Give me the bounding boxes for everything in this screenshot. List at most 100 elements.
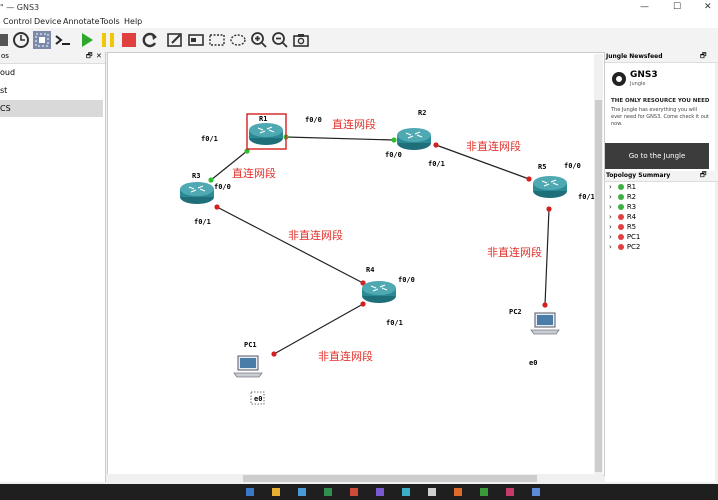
link-r1-r3[interactable]	[210, 150, 248, 181]
console-icon[interactable]	[54, 31, 72, 49]
router-r2-icon[interactable]	[396, 127, 432, 151]
link-r3-r4[interactable]	[216, 206, 364, 284]
topology-canvas[interactable]: R1 R2 R3 R4 R5 PC1 PC2 f0/1 f0/0 f0/0 f0…	[107, 52, 605, 476]
summary-item-label: PC2	[626, 243, 641, 251]
draw-rectangle-icon[interactable]	[208, 31, 226, 49]
start-all-icon[interactable]	[78, 31, 96, 49]
label-r5[interactable]: R5	[538, 163, 547, 171]
taskbar-app-icon[interactable]	[298, 488, 306, 496]
jungle-brand-sub: Jungle	[630, 81, 646, 87]
taskbar-app-icon[interactable]	[324, 488, 332, 496]
float-icon[interactable]: 🗗	[700, 52, 707, 60]
reload-all-icon[interactable]	[141, 31, 159, 49]
summary-item-label: R4	[626, 213, 637, 221]
menu-device[interactable]: Device	[34, 17, 62, 26]
link-r4-pc1[interactable]	[273, 303, 364, 355]
port-r5-f01	[546, 206, 552, 212]
summary-item-pc1[interactable]: ›PC1	[609, 232, 640, 242]
summary-item-pc2[interactable]: › PC2	[609, 242, 640, 252]
maximize-button[interactable]: ☐	[673, 2, 682, 12]
device-item-cloud[interactable]: oud	[0, 68, 16, 77]
chevron-right-icon[interactable]: ›	[609, 213, 612, 221]
close-button[interactable]: ✕	[704, 2, 712, 12]
taskbar-app-icon[interactable]	[532, 488, 540, 496]
link-r1-r2[interactable]	[285, 136, 395, 141]
taskbar-app-icon[interactable]	[376, 488, 384, 496]
device-item-host[interactable]: st	[0, 86, 8, 95]
screenshot-icon[interactable]	[292, 31, 310, 49]
link-r5-pc2[interactable]	[544, 208, 550, 306]
menu-control[interactable]: Control	[3, 17, 32, 26]
canvas-horizontal-scrollbar[interactable]	[107, 474, 603, 483]
zoom-out-icon[interactable]	[271, 31, 289, 49]
port-r2-f01	[433, 142, 439, 148]
float-icon[interactable]: 🗗	[700, 171, 707, 179]
partial-left-icon[interactable]	[0, 31, 18, 49]
menu-help[interactable]: Help	[124, 17, 143, 26]
vertical-scroll-thumb[interactable]	[595, 100, 602, 472]
taskbar-app-icon[interactable]	[272, 488, 280, 496]
chevron-right-icon[interactable]: ›	[609, 183, 612, 191]
chevron-right-icon[interactable]: ›	[609, 193, 612, 201]
chevron-right-icon[interactable]: ›	[609, 243, 612, 251]
summary-item-label: R5	[626, 223, 637, 231]
annotation-indirect-r3-r4[interactable]: 非直连网段	[288, 229, 343, 242]
zoom-in-icon[interactable]	[250, 31, 268, 49]
show-interface-labels-icon[interactable]	[33, 31, 51, 49]
chevron-right-icon[interactable]: ›	[609, 233, 612, 241]
float-icon[interactable]: 🗗	[86, 52, 93, 60]
go-to-jungle-button[interactable]: Go to the Jungle	[605, 143, 709, 169]
jungle-body: The Jungle has everything you will ever …	[611, 107, 709, 127]
router-r5-icon[interactable]	[532, 175, 568, 199]
close-icon[interactable]: ✕	[96, 52, 102, 60]
taskbar-app-icon[interactable]	[506, 488, 514, 496]
link-r2-r5[interactable]	[435, 144, 530, 180]
summary-item-r1[interactable]: ›R1	[609, 182, 636, 192]
right-dock: Jungle Newsfeed 🗗 GNS3 Jungle THE ONLY R…	[605, 52, 718, 482]
pc2-icon[interactable]	[530, 312, 560, 335]
annotation-direct-r1-r3[interactable]: 直连网段	[232, 167, 276, 180]
label-r2[interactable]: R2	[418, 109, 427, 117]
label-r4[interactable]: R4	[366, 266, 375, 274]
annotation-indirect-r4-pc1[interactable]: 非直连网段	[318, 350, 373, 363]
taskbar-app-icon[interactable]	[428, 488, 436, 496]
router-r4-icon[interactable]	[361, 280, 397, 304]
clock-icon[interactable]	[12, 31, 30, 49]
taskbar-app-icon[interactable]	[480, 488, 488, 496]
annotation-indirect-r5-pc2[interactable]: 非直连网段	[487, 246, 542, 259]
summary-item-r5[interactable]: › R5	[609, 222, 636, 232]
menu-tools[interactable]: Tools	[100, 17, 120, 26]
topology-summary-list: ›R1 ›R2 ›R3 › R4 › R5 ›PC1 › PC2	[605, 182, 715, 482]
iface-r3-f01: f0/1	[194, 218, 211, 226]
chevron-right-icon[interactable]: ›	[609, 203, 612, 211]
minimize-button[interactable]: —	[640, 2, 649, 12]
draw-ellipse-icon[interactable]	[229, 31, 247, 49]
router-r1-icon[interactable]	[248, 122, 284, 146]
insert-picture-icon[interactable]	[187, 31, 205, 49]
chevron-right-icon[interactable]: ›	[609, 223, 612, 231]
label-pc2[interactable]: PC2	[509, 308, 522, 316]
device-item-vpcs[interactable]: CS	[0, 100, 103, 117]
taskbar-app-icon[interactable]	[402, 488, 410, 496]
menu-annotate[interactable]: Annotate	[63, 17, 100, 26]
summary-item-r4[interactable]: › R4	[609, 212, 636, 222]
taskbar-app-icon[interactable]	[350, 488, 358, 496]
suspend-all-icon[interactable]	[99, 31, 117, 49]
label-pc1[interactable]: PC1	[244, 341, 257, 349]
horizontal-scroll-thumb[interactable]	[243, 475, 537, 482]
annotation-direct-r1-r2[interactable]: 直连网段	[332, 118, 376, 131]
status-stopped-icon	[617, 214, 624, 220]
summary-item-r2[interactable]: ›R2	[609, 192, 636, 202]
stop-all-icon[interactable]	[120, 31, 138, 49]
label-r1[interactable]: R1	[259, 115, 268, 123]
router-r3-icon[interactable]	[179, 181, 215, 205]
canvas-vertical-scrollbar[interactable]	[594, 54, 603, 474]
taskbar-app-icon[interactable]	[454, 488, 462, 496]
taskbar-app-icon[interactable]	[246, 488, 254, 496]
pc1-icon[interactable]	[233, 355, 263, 378]
add-note-icon[interactable]	[166, 31, 184, 49]
label-r3[interactable]: R3	[192, 172, 201, 180]
port-r4-f00	[360, 280, 366, 286]
annotation-indirect-r2-r5[interactable]: 非直连网段	[466, 140, 521, 153]
summary-item-r3[interactable]: ›R3	[609, 202, 636, 212]
